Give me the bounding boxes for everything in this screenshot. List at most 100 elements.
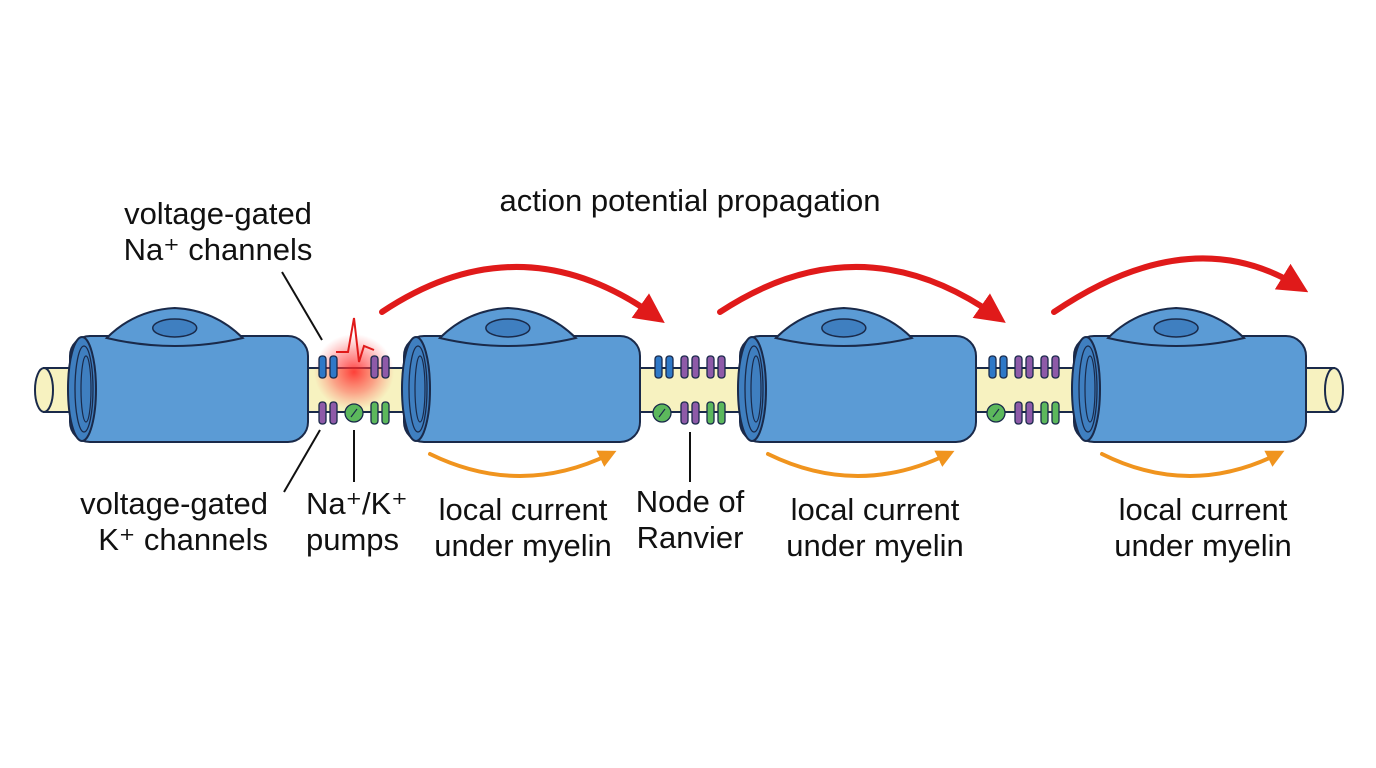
channel-subunit	[1014, 401, 1023, 425]
k-channel	[370, 355, 390, 379]
channel-subunit	[654, 355, 663, 379]
k-channel	[1014, 355, 1034, 379]
spike-glow-icon	[314, 334, 394, 410]
pump-arrow	[658, 408, 666, 418]
k-channel	[1040, 355, 1060, 379]
channel-subunit	[1025, 355, 1034, 379]
leak-channel	[706, 401, 726, 425]
channel-subunit	[381, 355, 390, 379]
sheath-body	[1073, 335, 1307, 443]
label-na-k-pumps: Na⁺/K⁺ pumps	[306, 486, 408, 557]
myelin-sheaths	[67, 306, 1307, 443]
channel-subunit	[329, 401, 338, 425]
channel-subunit	[329, 355, 338, 379]
channel-subunit	[1051, 355, 1060, 379]
sheath-wrap	[750, 355, 762, 423]
channel-subunit	[1051, 401, 1060, 425]
sheath-wrap	[80, 355, 92, 423]
node-of-ranvier	[986, 355, 1060, 425]
label-local-current-1: local current under myelin	[434, 492, 612, 563]
na-k-pump	[344, 403, 364, 423]
axon-end-right	[1324, 367, 1344, 413]
pointer-line	[283, 429, 321, 493]
sheath-wrap	[408, 345, 428, 433]
channel-subunit	[691, 401, 700, 425]
label-pointers	[281, 271, 691, 493]
na-channel	[654, 355, 674, 379]
sheath-body	[69, 335, 309, 443]
ap-jump-arrow	[379, 264, 665, 323]
sheath-wrap	[744, 345, 764, 433]
schwann-nucleus	[485, 318, 531, 338]
myelin-sheath	[737, 306, 977, 443]
sheath-wrap	[414, 355, 426, 423]
local-current-arrow	[766, 450, 955, 478]
spike-trace-icon	[336, 317, 375, 363]
channel-subunit	[1014, 355, 1023, 379]
node-of-ranvier	[314, 317, 394, 425]
sheath-wrap	[74, 345, 94, 433]
na-k-pump	[986, 403, 1006, 423]
channel-subunit	[691, 355, 700, 379]
axon-end-left	[34, 367, 54, 413]
sheath-body	[403, 335, 641, 443]
leak-channel	[1040, 401, 1060, 425]
sheath-face	[67, 336, 97, 442]
ap-jump-arrow	[1051, 255, 1309, 315]
pump-arrow	[992, 408, 1000, 418]
channel-subunit	[706, 401, 715, 425]
local-current-arrow	[1100, 450, 1285, 478]
label-na-channels: voltage-gated Na⁺ channels	[123, 196, 313, 267]
channel-subunit	[665, 355, 674, 379]
myelin-sheath	[1071, 306, 1307, 443]
channel-subunit	[381, 401, 390, 425]
channel-subunit	[1040, 401, 1049, 425]
leak-channel	[370, 401, 390, 425]
myelin-sheath	[67, 306, 309, 443]
sheath-face	[401, 336, 431, 442]
k-channel	[318, 401, 338, 425]
nodes-of-ranvier	[314, 317, 1060, 425]
channel-subunit	[318, 401, 327, 425]
channel-subunit	[1040, 355, 1049, 379]
myelin-sheath	[401, 306, 641, 443]
channel-subunit	[680, 401, 689, 425]
label-local-current-3: local current under myelin	[1114, 492, 1292, 563]
channel-subunit	[1025, 401, 1034, 425]
schwann-nucleus	[1153, 318, 1199, 338]
sheath-body	[739, 335, 977, 443]
label-node-of-ranvier: Node of Ranvier	[635, 484, 745, 555]
k-channel	[680, 401, 700, 425]
pointer-line	[281, 271, 323, 341]
label-local-current-2: local current under myelin	[786, 492, 964, 563]
local-current-arrow	[428, 450, 617, 478]
sheath-face	[1071, 336, 1101, 442]
node-of-ranvier	[652, 355, 726, 425]
ap-jump-arrow	[717, 264, 1006, 323]
label-k-channels: voltage-gated K⁺ channels	[80, 486, 268, 557]
channel-subunit	[988, 355, 997, 379]
k-channel	[706, 355, 726, 379]
schwann-nucleus	[151, 318, 198, 338]
sheath-wrap	[1078, 345, 1098, 433]
channel-subunit	[717, 401, 726, 425]
channel-subunit	[370, 355, 379, 379]
channel-subunit	[318, 355, 327, 379]
diagram-title: action potential propagation	[499, 183, 881, 218]
na-k-pump	[652, 403, 672, 423]
na-channel	[988, 355, 1008, 379]
channel-subunit	[680, 355, 689, 379]
k-channel	[680, 355, 700, 379]
sheath-wrap	[1084, 355, 1096, 423]
channel-subunit	[370, 401, 379, 425]
sheath-face	[737, 336, 767, 442]
arrows	[379, 255, 1309, 478]
pump-arrow	[350, 408, 358, 418]
schwann-nucleus	[821, 318, 867, 338]
k-channel	[1014, 401, 1034, 425]
channel-subunit	[717, 355, 726, 379]
channel-subunit	[706, 355, 715, 379]
na-channel	[318, 355, 338, 379]
